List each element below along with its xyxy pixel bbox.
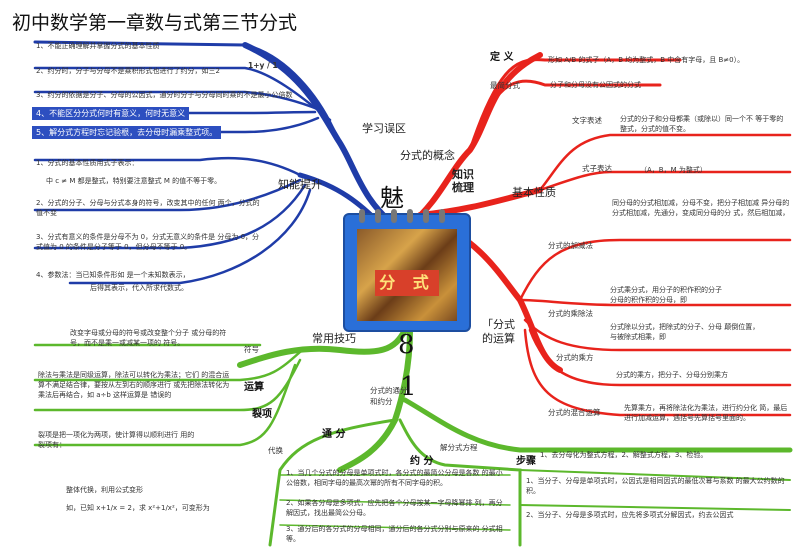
pitfall-item: 1、不能正确理解并掌握分式的基本性质 [36,42,160,50]
formula-expression: （A，B，M 为整式） [640,166,707,174]
common-item: 2、如果各分母是多项式，应先把各个分母按某一字母降幂排 列，再分解因式，找出最简… [286,499,503,517]
node-basic-property: 基本性质 [512,186,556,199]
center-char: 8 [398,330,415,360]
node-common-denominator: 通 分 [322,429,346,440]
node-split-terms: 裂项 [252,409,272,420]
node-sign: 符号 [244,345,259,354]
node-reduce-and-common: 分式的通分 和约分 [370,386,408,406]
node-fraction-concept: 分式的概念 [400,149,455,162]
reduce-item: 1、当分子、分母是单项式时，公因式是相同因式的最低次幂与系数 的最大公约数的积。 [526,477,785,495]
node-add-sub: 分式的加减法 [548,241,593,250]
pitfall-formula: 1+y / 1 [248,61,278,70]
node-fraction-operations: 「分式的运算 [482,318,515,345]
node-formula-expression: 式子表达 [582,164,612,173]
node-learning-pitfalls: 学习误区 [362,122,406,135]
node-simplest-fraction: 最简分式 [490,81,520,90]
calculation-text: 除法与乘法是同级运算，除法可以转化为乘法；它们 的混合运算不满足结合律，要按从左… [38,371,230,399]
mul-text: 分式乘分式，用分子的积作积的分子 分母的积作积的分母，即 [610,286,722,304]
skill-item: 1、分式的基本性质用式子表示： [36,159,139,167]
node-knowledge-summary: 知识梳理 [452,168,474,194]
node-mixed-operations: 分式的混合运算 [548,408,601,417]
steps-text: 1、去分母化为整式方程，2、解整式方程，3、检验。 [540,451,708,459]
common-item: 3、通分后的各分式的分母相同，通分后的各分式分别与原来的 分式相等。 [286,525,503,543]
pitfall-item: 5、解分式方程时忘记验根，去分母时漏乘整式项。 [32,126,222,139]
reduce-item: 2、当分子、分母是多项式时，应先将多项式分解因式，约去公因式 [526,511,734,519]
simplest-text: 分子和分母没有公因式的分式 [550,81,641,89]
node-substitution: 代换 [268,446,283,455]
page-title: 初中数学第一章数与式第三节分式 [12,12,298,34]
skill-item: 3、分式有意义的条件是分母不为 0，分式无意义的条件是 分母为 0，分式值为 0… [36,233,260,251]
node-reduce: 约 分 [410,456,434,467]
node-skill-improvement: 知能提升 [278,178,322,191]
add-sub-text: 同分母的分式相加减，分母不变，把分子相加减 异分母的分式相加减，先通分，变成同分… [612,199,790,217]
pitfall-item: 2、约分时，分子与分母不是乘积形式也进行了约分，如三2 [36,67,220,75]
common-item: 1、当几个分式的分母是单项式时，各分式的最简公分母是各数 的最小公倍数，相同字母… [286,469,503,487]
node-text-expression: 文字表述 [572,116,602,125]
mixed-text: 先算乘方，再将除法化为乘法，进行约分化 简，最后进行加减运算，遇括号先算括号里面… [624,404,788,422]
skill-item: 4、参数法：当已知条件形如 是一个未知数表示， [36,271,190,279]
node-mul-div: 分式的乘除法 [548,309,593,318]
text-expression: 分式的分子和分母都乘（或除以）同一个不 等于零的整式，分式的值不变。 [620,115,784,133]
skill-item: 2、分式的分子、分母与分式本身的符号，改变其中的任何 两个，分式的值不变 [36,199,260,217]
node-common-techniques: 常用技巧 [312,332,356,345]
power-text: 分式的乘方，把分子、分母分别乘方 [616,371,728,379]
pitfall-item: 3、约分的依据是分子、分母的公因式，通分时分子与分母同时乘的不是最小公倍数 [36,91,293,99]
definition-text: 形如 A/B 的式子（A，B 均为整式，B 中含有字母，且 B≠0）。 [548,56,745,64]
div-text: 分式除以分式，把除式的分子、分母 颠倒位置，与被除式相乘，即 [610,323,760,341]
substitution-text: 整体代换，利用公式变形 [66,486,143,494]
center-char: 魅 [380,184,404,212]
skill-item: 中 c ≠ M 都是整式，特别要注意整式 M 的值不等于零。 [46,177,222,185]
substitution-example: 如，已知 x+1/x = 2，求 x²+1/x²，可变形为 [66,504,210,512]
node-calculation: 运算 [244,382,264,393]
split-text: 裂项是把一项化为两项，使计算得以顺利进行 用的裂项有： [38,431,195,449]
pitfall-item: 4、不能区分分式何时有意义，何时无意义 [32,107,190,120]
center-char: 1 [400,372,417,402]
node-solve-equation: 解分式方程 [440,443,478,452]
node-definition: 定 义 [490,52,514,63]
center-card: 分 式 [343,209,471,332]
sign-text: 改变字母或分母的符号或改变整个分子 或分母的符号，而不是乘一或减某一项的 符号。 [70,329,227,347]
node-steps: 步骤 [516,456,536,467]
node-power: 分式的乘方 [556,353,594,362]
center-topic-label: 分 式 [375,270,439,296]
skill-item: 后得其表示，代入所求代数式。 [90,284,188,292]
